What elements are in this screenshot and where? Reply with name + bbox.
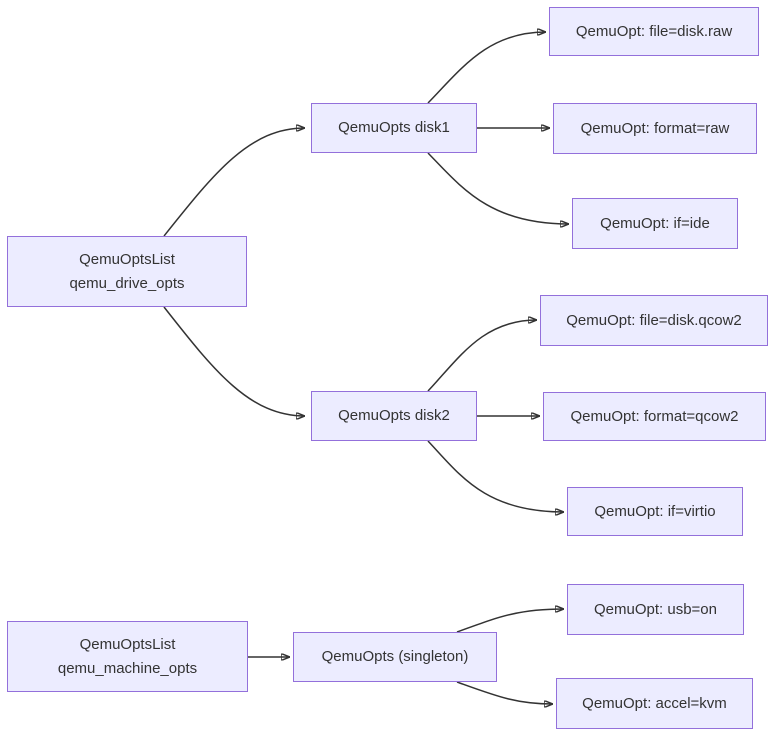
node-disk1: QemuOpts disk1 [311, 103, 477, 153]
node-label: QemuOptsList [79, 635, 176, 653]
node-qemu-machine-opts: QemuOptsList qemu_machine_opts [7, 621, 248, 692]
edge-disk2-to-file-qcow2 [427, 320, 537, 392]
node-label: QemuOpt: file=disk.qcow2 [566, 311, 742, 329]
node-singleton: QemuOpts (singleton) [293, 632, 497, 682]
edge-disk1-to-if-ide [427, 152, 569, 224]
node-opt-file-qcow2: QemuOpt: file=disk.qcow2 [540, 295, 768, 346]
node-label: QemuOpts disk2 [338, 407, 450, 424]
node-opt-accel-kvm: QemuOpt: accel=kvm [556, 678, 753, 729]
node-label: QemuOpt: usb=on [594, 600, 717, 618]
node-opt-if-ide: QemuOpt: if=ide [572, 198, 738, 249]
node-label: qemu_machine_opts [57, 659, 198, 677]
node-opt-format-qcow2: QemuOpt: format=qcow2 [543, 392, 766, 441]
edge-qemu-drive-opts-to-disk1 [163, 128, 305, 237]
node-label: QemuOpt: format=raw [580, 119, 730, 137]
node-label: QemuOpt: accel=kvm [582, 694, 727, 712]
node-label: QemuOpt: if=ide [600, 214, 710, 232]
node-opt-if-virtio: QemuOpt: if=virtio [567, 487, 743, 536]
node-label: qemu_drive_opts [69, 274, 185, 292]
node-opt-file-raw: QemuOpt: file=disk.raw [549, 7, 759, 56]
edge-disk1-to-file-raw [427, 32, 546, 104]
node-disk2: QemuOpts disk2 [311, 391, 477, 441]
node-qemu-drive-opts: QemuOptsList qemu_drive_opts [7, 236, 247, 307]
node-opt-usb-on: QemuOpt: usb=on [567, 584, 744, 635]
node-label: QemuOpts disk1 [338, 119, 450, 136]
node-label: QemuOpt: format=qcow2 [570, 407, 739, 425]
node-label: QemuOpt: if=virtio [594, 502, 716, 520]
node-label: QemuOptsList [79, 250, 175, 268]
edge-singleton-to-accel-kvm [456, 681, 553, 704]
node-opt-format-raw: QemuOpt: format=raw [553, 103, 757, 154]
edge-singleton-to-usb-on [456, 609, 564, 633]
node-label: QemuOpt: file=disk.raw [575, 22, 733, 40]
edge-qemu-drive-opts-to-disk2 [163, 306, 305, 416]
edge-disk2-to-if-virtio [427, 440, 564, 512]
node-label: QemuOpts (singleton) [321, 648, 469, 665]
